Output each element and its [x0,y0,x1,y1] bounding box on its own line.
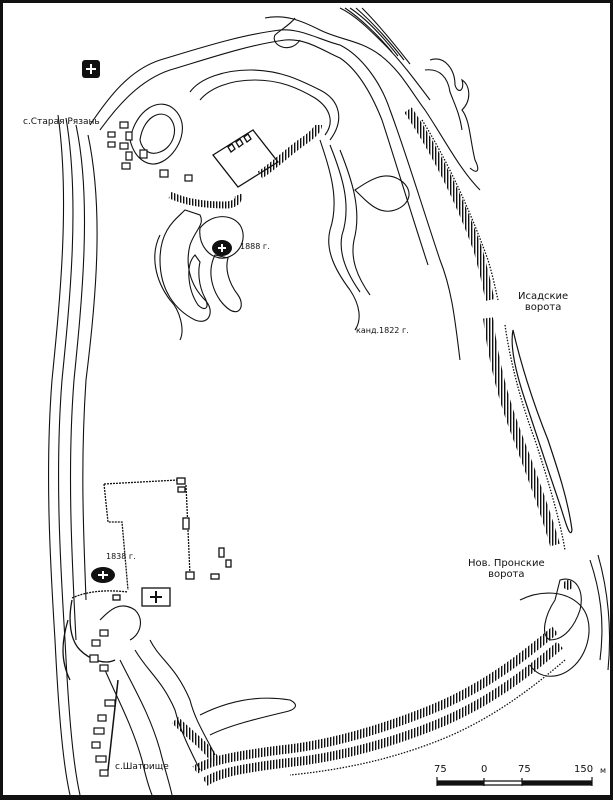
south-rampart [171,626,566,786]
east-rampart [404,107,573,551]
village-buildings-south [89,629,119,777]
label-church-1838: 1838 г. [106,552,136,561]
northeast-ravine [424,58,479,172]
scale-tick-label: 0 [481,764,488,775]
scale-bar: 75 0 75 150 м [432,764,612,794]
label-village-staraya-ryazan: с.Старая Рязань [23,117,100,127]
scale-tick-label: 75 [434,764,447,775]
south-yard [62,477,232,681]
scale-bar-graphic [436,777,593,786]
scale-tick-label: 150 [574,764,594,775]
north-contours [89,7,481,361]
kremlin-enclosure [168,124,322,209]
scale-unit: м [600,766,607,775]
label-isadskie-gates: Исадские ворота [518,291,569,313]
west-contours [47,114,98,796]
label-nov-pronskie-gates: Нов. Пронские ворота [468,558,545,580]
scale-tick-label: 75 [518,764,531,775]
label-village-shatrishche: с.Шатрище [115,762,169,772]
southeast-bastion [519,554,611,677]
ravine-contours [129,69,410,341]
southwest-ravine [99,605,296,796]
village-buildings-north [107,121,193,182]
church-1888-icon [212,240,232,256]
church-1838-icon [91,567,115,583]
church-staraya-ryazan-icon [82,60,100,78]
label-church-1888: 1888 г. [240,242,270,251]
label-excavation-1822: канд.1822 г. [356,326,409,335]
